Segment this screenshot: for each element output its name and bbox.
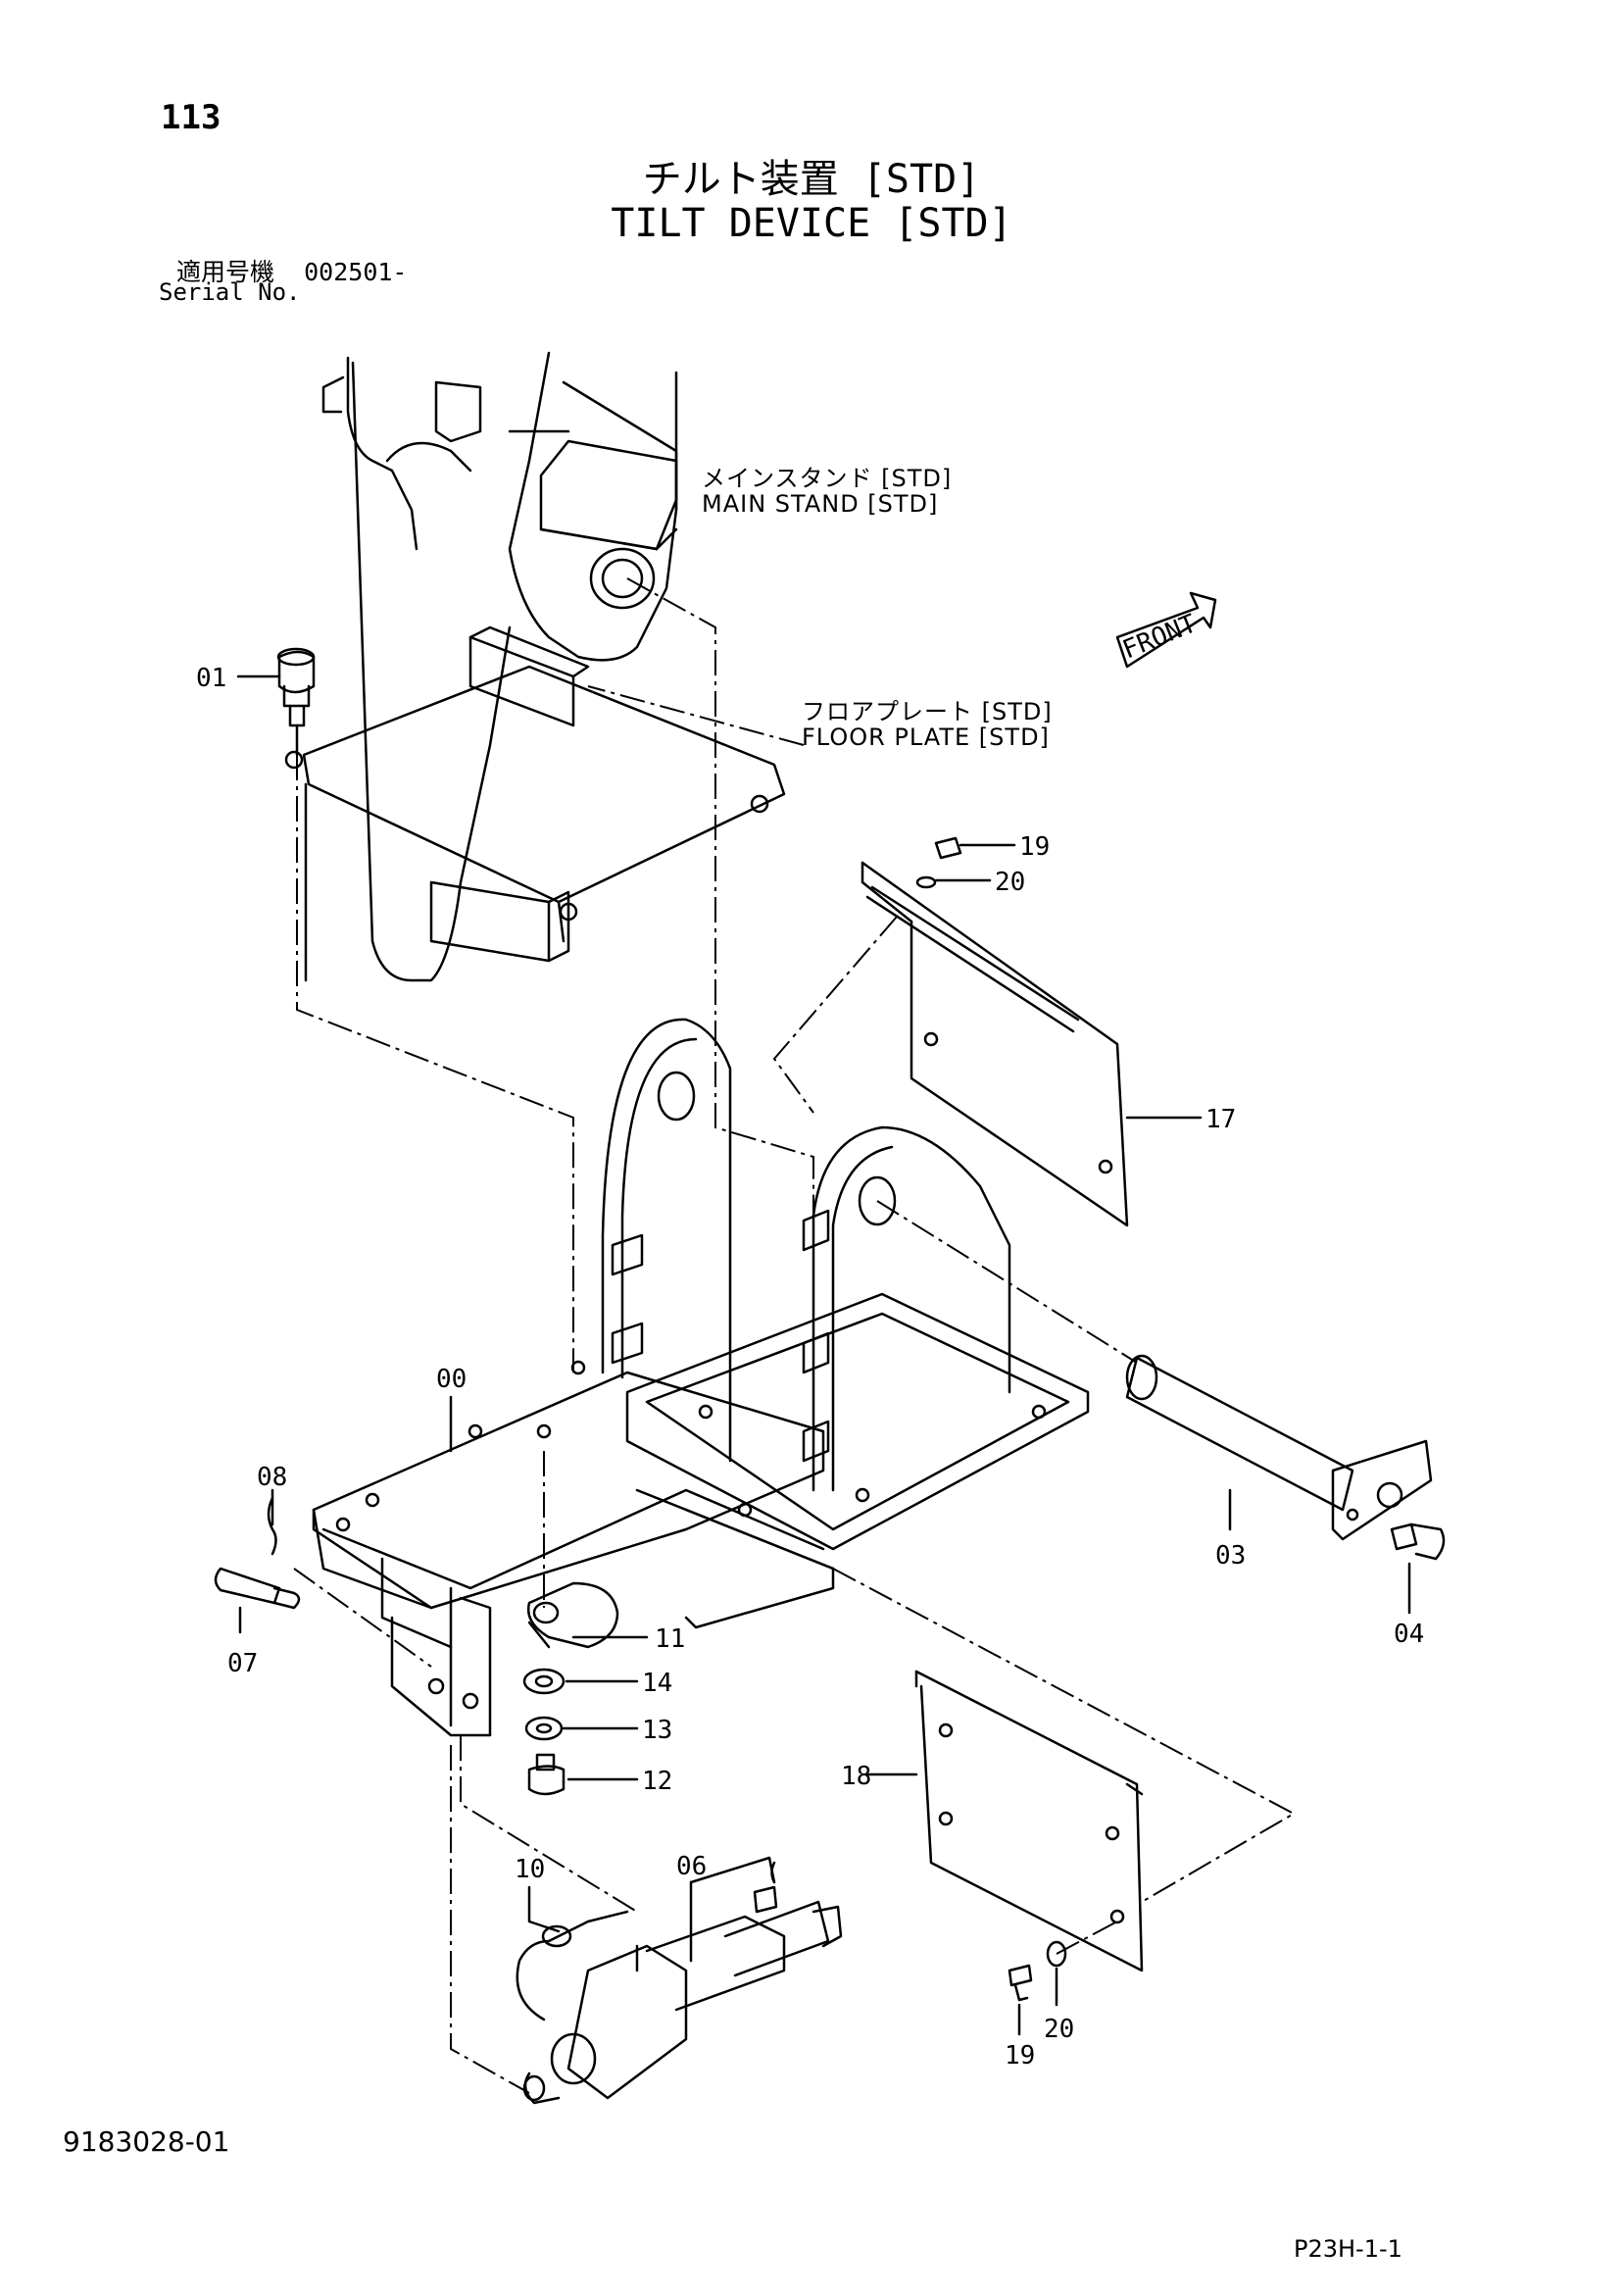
pin-03 (1125, 1354, 1446, 1561)
plate-18 (914, 1670, 1144, 1972)
screw-19-upper (915, 836, 962, 889)
page-number: 113 (161, 98, 221, 137)
document-number: 9183028-01 (63, 2125, 230, 2158)
callout-18: 18 (841, 1762, 871, 1791)
washer-14 (522, 1668, 566, 1695)
title-japanese: チルト装置 [STD] (642, 157, 981, 202)
main-stand-outline (321, 351, 678, 982)
front-label: FRONT (1118, 609, 1201, 665)
alignment-lines (293, 577, 1297, 2094)
main-stand-label-jp: メインスタンド [STD] (702, 465, 953, 492)
callout-12: 12 (642, 1767, 672, 1796)
callout-08: 08 (257, 1463, 287, 1492)
bracket-11 (526, 1581, 619, 1649)
serial-value: 002501- (304, 258, 408, 286)
callout-06: 06 (676, 1852, 707, 1881)
serial-label-jp: 適用号機 (176, 258, 275, 286)
callout-20-upper: 20 (995, 868, 1025, 897)
callout-07: 07 (227, 1649, 258, 1678)
title-english: TILT DEVICE [STD] (611, 201, 1012, 246)
serial-label-en: Serial No. (159, 278, 301, 306)
callout-04: 04 (1394, 1620, 1424, 1649)
callout-19-lower: 19 (1005, 2041, 1035, 2071)
serial-line: 適用号機 002501- (176, 253, 407, 288)
callout-10: 10 (515, 1855, 545, 1884)
callout-01: 01 (196, 664, 226, 693)
callout-19-upper: 19 (1019, 832, 1050, 862)
callout-00: 00 (436, 1365, 467, 1394)
plate-17 (861, 861, 1129, 1227)
washer-13 (524, 1716, 564, 1741)
callout-03: 03 (1215, 1541, 1246, 1571)
callout-14: 14 (642, 1669, 672, 1698)
callout-17: 17 (1205, 1105, 1236, 1134)
main-stand-label-en: MAIN STAND [STD] (702, 490, 939, 518)
page-code: P23H-1-1 (1294, 2235, 1402, 2263)
callout-11: 11 (655, 1624, 685, 1654)
bolt-01 (276, 647, 316, 757)
tilt-base-frame (312, 1018, 1090, 1737)
front-arrow-icon (1115, 591, 1217, 669)
callout-13: 13 (642, 1716, 672, 1745)
floor-plate-label-en: FLOOR PLATE [STD] (802, 724, 1050, 751)
leader-lines (236, 674, 1411, 2036)
bolt-12 (527, 1753, 566, 1796)
floor-plate-opening (284, 665, 786, 982)
screw-19-lower (1008, 1940, 1067, 2002)
callout-20-lower: 20 (1044, 2015, 1074, 2044)
actuator-06 (516, 1861, 843, 2105)
pin-07 (214, 1496, 301, 1610)
floor-plate-label-jp: フロアプレート [STD] (802, 698, 1053, 725)
